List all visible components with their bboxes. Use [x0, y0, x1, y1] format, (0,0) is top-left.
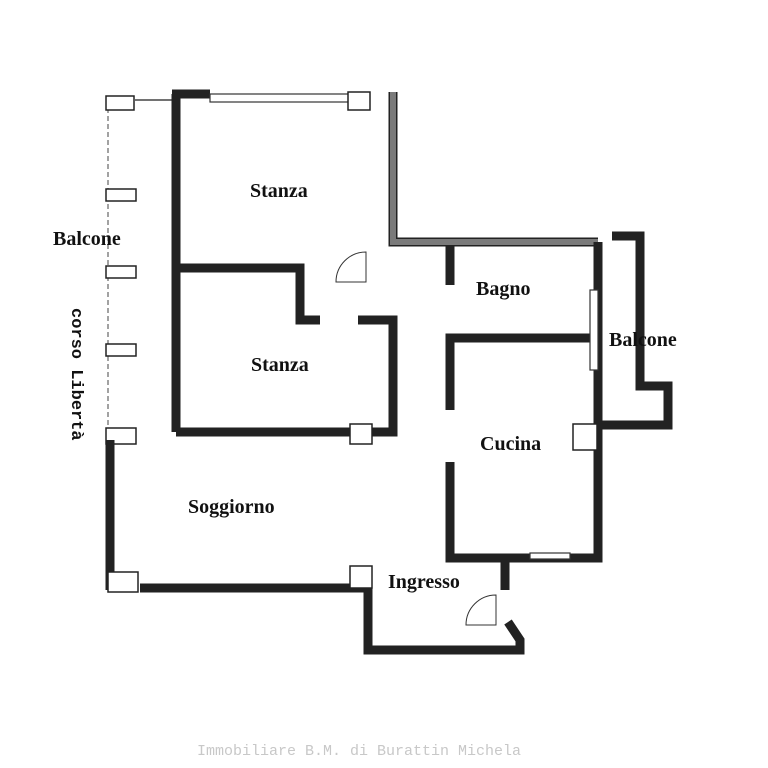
watermark: Immobiliare B.M. di Burattin Michela [197, 743, 521, 760]
room-label-bagno: Bagno [476, 278, 530, 300]
pillars [107, 91, 598, 593]
street-label: corso Libertà [66, 308, 85, 441]
room-label-ingresso: Ingresso [388, 571, 460, 593]
room-label-stanza-top: Stanza [250, 180, 308, 202]
walls [105, 89, 673, 655]
room-label-balcone-left: Balcone [53, 228, 121, 250]
room-label-cucina: Cucina [480, 433, 541, 455]
left-balcony-railing [105, 95, 172, 445]
room-label-balcone-right: Balcone [609, 329, 677, 351]
windows [209, 93, 599, 560]
room-label-stanza-bottom: Stanza [251, 354, 309, 376]
doors [335, 251, 497, 626]
room-label-soggiorno: Soggiorno [188, 496, 275, 518]
